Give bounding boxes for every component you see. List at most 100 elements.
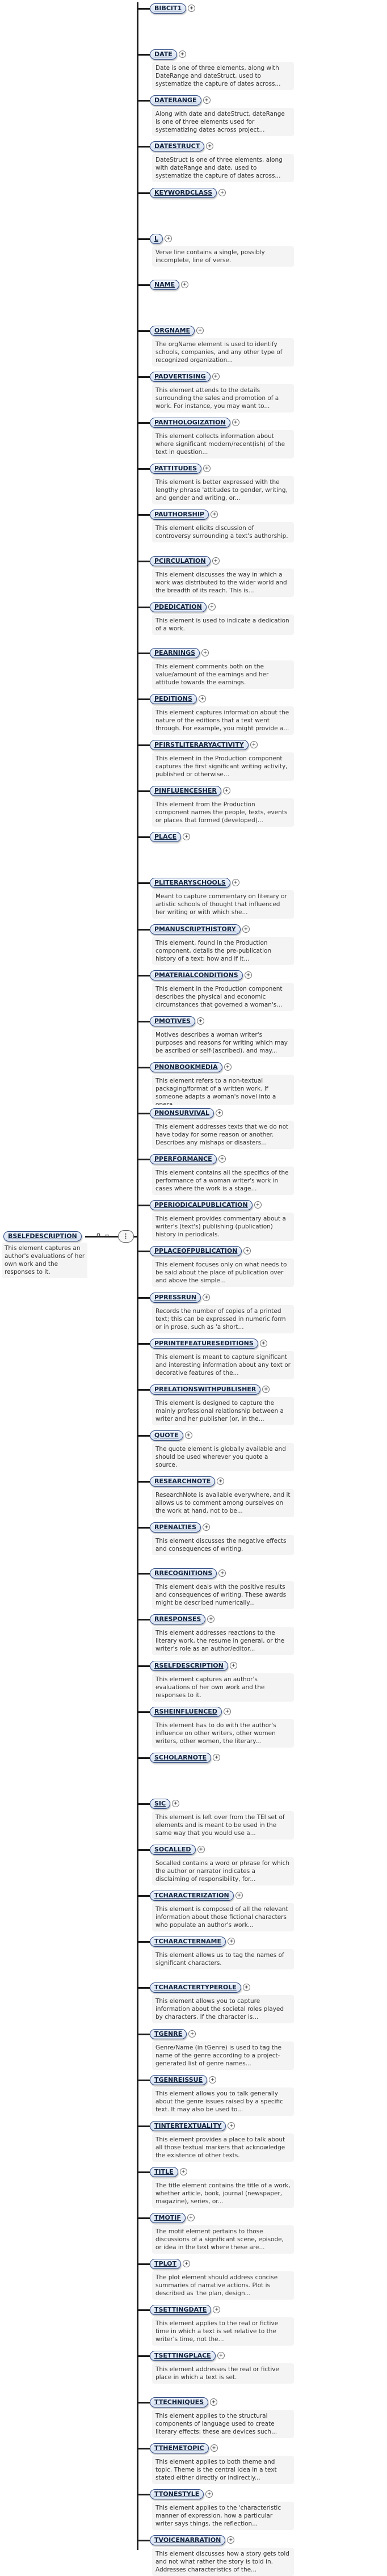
child-element-tcharactername[interactable]: TCHARACTERNAME (150, 1937, 226, 1947)
child-element-prelationswithpublisher[interactable]: PRELATIONSWITHPUBLISHER (150, 1384, 261, 1395)
child-element-pinfluencesher[interactable]: PINFLUENCESHER (150, 786, 221, 796)
child-element-padvertising[interactable]: PADVERTISING (150, 372, 211, 382)
child-element-quote[interactable]: QUOTE (150, 1430, 183, 1441)
expand-plus-icon[interactable]: + (205, 2490, 213, 2498)
expand-plus-icon[interactable]: + (203, 1523, 210, 1531)
expand-plus-icon[interactable]: + (242, 925, 250, 933)
expand-plus-icon[interactable]: + (227, 2536, 235, 2544)
expand-plus-icon[interactable]: + (218, 1155, 226, 1163)
expand-plus-icon[interactable]: + (181, 281, 189, 288)
child-element-pprintefeatureseditions[interactable]: PPRINTEFEATURESEDITIONS (150, 1338, 258, 1349)
child-element-panthologization[interactable]: PANTHOLOGIZATION (150, 418, 230, 428)
child-element-scholarnote[interactable]: SCHOLARNOTE (150, 1753, 212, 1763)
expand-plus-icon[interactable]: + (232, 419, 239, 426)
child-element-pdedication[interactable]: PDEDICATION (150, 602, 207, 612)
child-element-ttechniques[interactable]: TTECHNIQUES (150, 2397, 209, 2407)
expand-plus-icon[interactable]: + (228, 2122, 235, 2129)
expand-plus-icon[interactable]: + (197, 1846, 205, 1853)
child-element-tmotif[interactable]: TMOTIF (150, 2213, 186, 2223)
expand-plus-icon[interactable]: + (244, 971, 252, 979)
child-element-pnonsurvival[interactable]: PNONSURVIVAL (150, 1108, 214, 1118)
expand-plus-icon[interactable]: + (224, 1063, 232, 1071)
expand-plus-icon[interactable]: + (216, 1109, 224, 1117)
expand-plus-icon[interactable]: + (210, 2398, 218, 2406)
expand-plus-icon[interactable]: + (198, 695, 206, 702)
child-element-l[interactable]: L (150, 234, 163, 244)
expand-plus-icon[interactable]: + (201, 649, 209, 656)
child-element-pmaterialconditions[interactable]: PMATERIALCONDITIONS (150, 970, 243, 980)
expand-plus-icon[interactable]: + (210, 2444, 218, 2452)
child-element-tthemetopic[interactable]: TTHEMETOPIC (150, 2443, 209, 2453)
child-element-name[interactable]: NAME (150, 280, 180, 290)
child-element-daterange[interactable]: DATERANGE (150, 95, 201, 106)
child-element-pmanuscripthistory[interactable]: PMANUSCRIPTHISTORY (150, 924, 241, 935)
child-element-tcharactertyperole[interactable]: TCHARACTERTYPEROLE (150, 1982, 241, 1993)
child-element-datestruct[interactable]: DATESTRUCT (150, 141, 205, 151)
child-element-socalled[interactable]: SOCALLED (150, 1845, 196, 1855)
expand-plus-icon[interactable]: + (229, 1662, 237, 1669)
child-element-pearnings[interactable]: PEARNINGS (150, 648, 200, 658)
expand-plus-icon[interactable]: + (262, 1386, 270, 1393)
expand-plus-icon[interactable]: + (217, 1478, 225, 1485)
expand-plus-icon[interactable]: + (228, 1938, 235, 1945)
child-element-rsheinfluenced[interactable]: RSHEINFLUENCED (150, 1707, 222, 1717)
child-element-rresponses[interactable]: RRESPONSES (150, 1614, 206, 1624)
expand-plus-icon[interactable]: + (206, 142, 214, 150)
expand-plus-icon[interactable]: + (196, 327, 204, 334)
child-element-title[interactable]: TITLE (150, 2167, 178, 2177)
expand-plus-icon[interactable]: + (179, 2168, 187, 2175)
expand-plus-icon[interactable]: + (212, 557, 220, 565)
expand-plus-icon[interactable]: + (242, 1984, 250, 1991)
child-element-ttonestyle[interactable]: TTONESTYLE (150, 2489, 204, 2499)
expand-plus-icon[interactable]: + (243, 1247, 251, 1255)
child-element-tsettingdate[interactable]: TSETTINGDATE (150, 2305, 212, 2315)
expand-plus-icon[interactable]: + (209, 2076, 217, 2083)
child-element-tcharacterization[interactable]: TCHARACTERIZATION (150, 1891, 234, 1901)
expand-plus-icon[interactable]: + (223, 1708, 231, 1715)
expand-plus-icon[interactable]: + (188, 5, 196, 12)
expand-plus-icon[interactable]: + (203, 96, 211, 104)
expand-plus-icon[interactable]: + (235, 1892, 243, 1899)
expand-plus-icon[interactable]: + (232, 879, 239, 886)
child-element-pfirstliteraryactivity[interactable]: PFIRSTLITERARYACTIVITY (150, 740, 249, 750)
expand-plus-icon[interactable]: + (222, 787, 230, 794)
expand-plus-icon[interactable]: + (165, 235, 173, 242)
child-element-pmotives[interactable]: PMOTIVES (150, 1016, 195, 1026)
expand-plus-icon[interactable]: + (203, 465, 211, 472)
child-element-place[interactable]: PLACE (150, 832, 182, 842)
child-element-pnonbookmedia[interactable]: PNONBOOKMEDIA (150, 1062, 222, 1072)
child-element-keywordclass[interactable]: KEYWORDCLASS (150, 188, 217, 198)
child-element-tplot[interactable]: TPLOT (150, 2259, 182, 2269)
child-element-pperiodicalpublication[interactable]: PPERIODICALPUBLICATION (150, 1200, 253, 1210)
child-element-ppressrun[interactable]: PPRESSRUN (150, 1293, 201, 1303)
expand-plus-icon[interactable]: + (213, 1754, 221, 1761)
expand-plus-icon[interactable]: + (213, 2306, 221, 2313)
child-element-pcirculation[interactable]: PCIRCULATION (150, 556, 211, 566)
expand-plus-icon[interactable]: + (172, 1800, 180, 1807)
child-element-pperformance[interactable]: PPERFORMANCE (150, 1154, 217, 1164)
expand-plus-icon[interactable]: + (218, 189, 226, 196)
expand-plus-icon[interactable]: + (183, 2260, 191, 2267)
child-element-pattitudes[interactable]: PATTITUDES (150, 464, 202, 474)
expand-plus-icon[interactable]: + (218, 1569, 226, 1577)
child-element-date[interactable]: DATE (150, 49, 177, 60)
child-element-tintertextuality[interactable]: TINTERTEXTUALITY (150, 2121, 226, 2131)
child-element-rrecognitions[interactable]: RRECOGNITIONS (150, 1568, 217, 1579)
child-element-orgname[interactable]: ORGNAME (150, 326, 195, 336)
expand-plus-icon[interactable]: + (212, 373, 220, 380)
child-element-researchnote[interactable]: RESEARCHNOTE (150, 1476, 216, 1487)
expand-plus-icon[interactable]: + (207, 1615, 215, 1623)
child-element-tgenre[interactable]: TGENRE (150, 2029, 187, 2039)
child-element-sic[interactable]: SIC (150, 1799, 171, 1809)
child-element-tgenreissue[interactable]: TGENREISSUE (150, 2075, 208, 2085)
expand-plus-icon[interactable]: + (203, 1294, 211, 1301)
child-element-tsettingplace[interactable]: TSETTINGPLACE (150, 2351, 216, 2361)
child-element-pliteraryschools[interactable]: PLITERARYSCHOOLS (150, 878, 230, 888)
child-element-rpenalties[interactable]: RPENALTIES (150, 1522, 201, 1533)
child-element-pauthorship[interactable]: PAUTHORSHIP (150, 510, 209, 520)
expand-plus-icon[interactable]: + (259, 1340, 267, 1347)
expand-plus-icon[interactable]: + (254, 1201, 262, 1209)
sequence-compositor-icon[interactable]: ⋮ (118, 1230, 134, 1243)
expand-plus-icon[interactable]: + (183, 833, 191, 840)
expand-plus-icon[interactable]: + (178, 50, 186, 58)
